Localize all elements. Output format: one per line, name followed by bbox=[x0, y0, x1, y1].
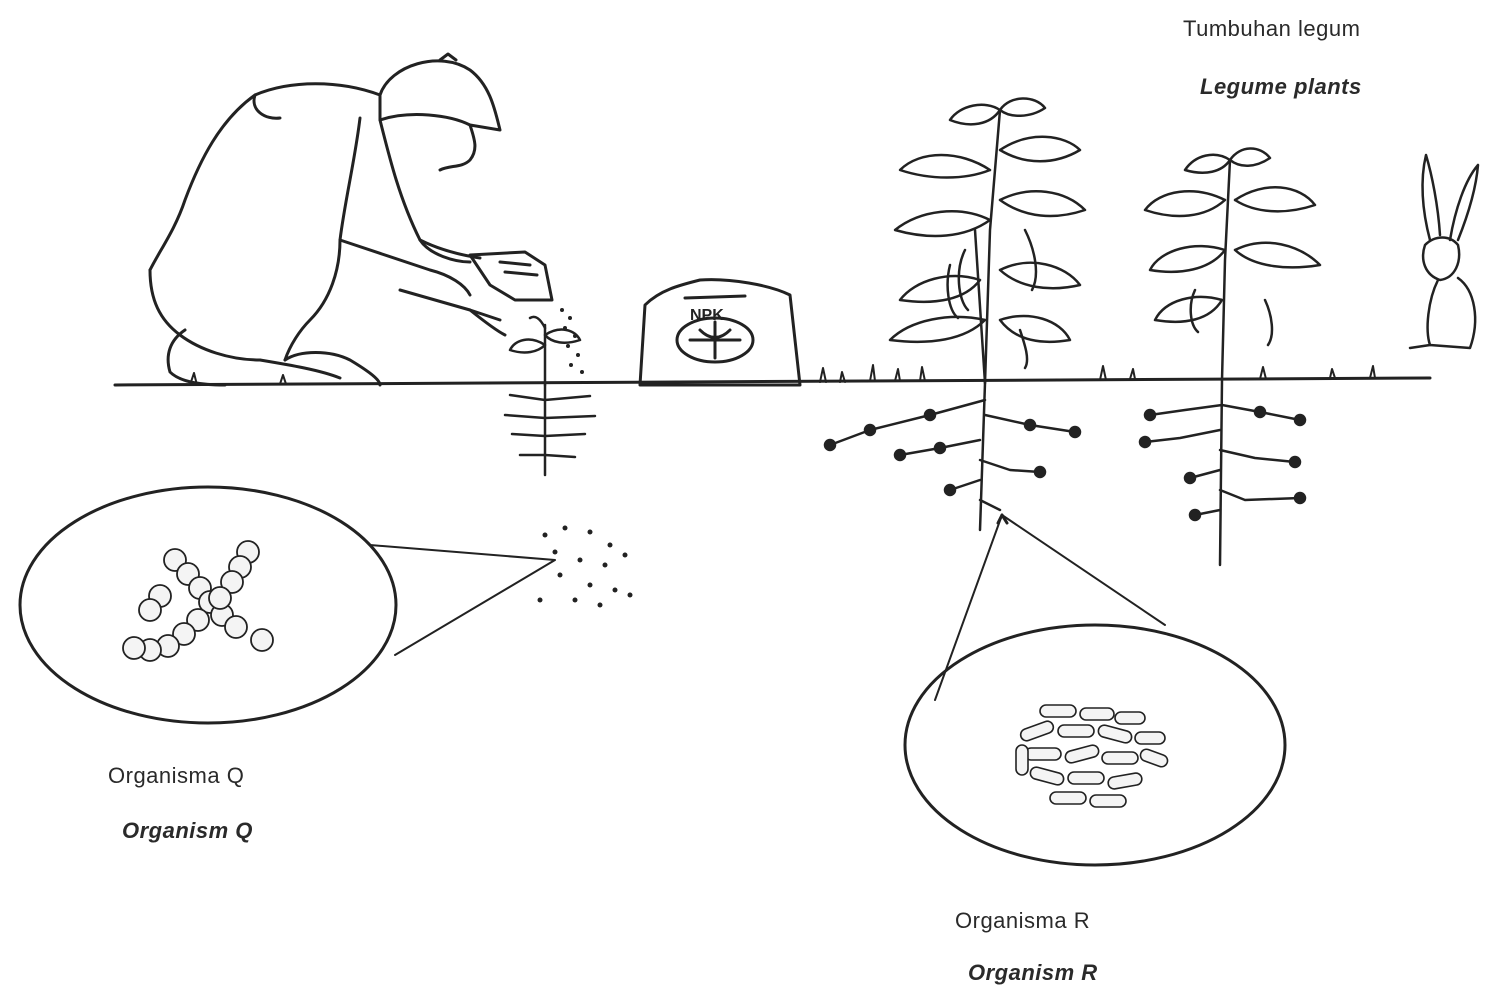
magnifier-organism-r bbox=[905, 515, 1285, 865]
fertilizer-bag-label: NPK bbox=[690, 307, 724, 324]
legume-plants-label-english: Legume plants bbox=[1200, 76, 1362, 98]
organism-r-label-english: Organism R bbox=[968, 962, 1098, 984]
rabbit-icon bbox=[1410, 155, 1478, 348]
organism-r-label-malay: Organisma R bbox=[955, 910, 1090, 932]
organism-r-cluster bbox=[1016, 705, 1169, 807]
soil-granules bbox=[538, 526, 633, 608]
farmer-icon bbox=[150, 54, 552, 385]
legume-plant-icon bbox=[825, 98, 1085, 530]
legume-plants-label-malay: Tumbuhan legum bbox=[1183, 18, 1360, 40]
seedling-icon bbox=[505, 317, 595, 475]
legume-plant-icon bbox=[1140, 148, 1320, 565]
fertilizer-bag-icon: NPK bbox=[640, 280, 800, 385]
organism-q-label-english: Organism Q bbox=[122, 820, 253, 842]
organism-q-cluster bbox=[123, 541, 273, 661]
organism-q-label-malay: Organisma Q bbox=[108, 765, 244, 787]
magnifier-organism-q bbox=[20, 487, 555, 723]
